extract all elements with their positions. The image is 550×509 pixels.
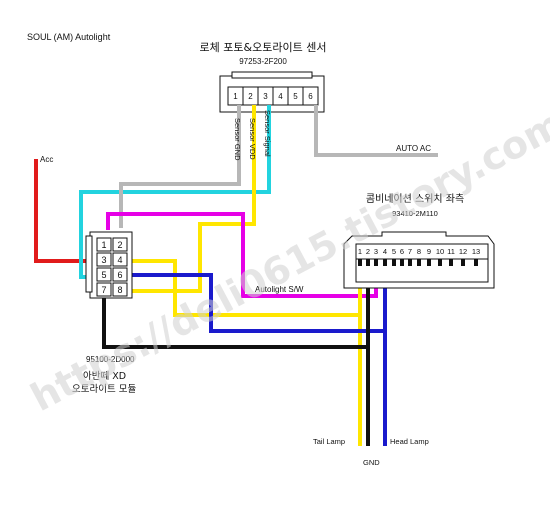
gnd-wire bbox=[102, 262, 370, 446]
head-lamp-label: Head Lamp bbox=[390, 437, 429, 446]
switch-pin-terminal bbox=[383, 259, 387, 266]
sensor-pin-number: 6 bbox=[308, 92, 313, 101]
switch-part-number: 93410-2M110 bbox=[392, 209, 438, 218]
switch-pin-number: 3 bbox=[374, 247, 378, 256]
switch-pin-number: 7 bbox=[408, 247, 412, 256]
module-pin-cell bbox=[96, 282, 112, 297]
module-pin-cell bbox=[96, 267, 112, 282]
auto-ac-wire bbox=[314, 105, 438, 157]
module-pin-cell bbox=[112, 282, 128, 297]
module-pin-number: 3 bbox=[101, 255, 106, 265]
sensor-name: 로체 포토&오토라이트 센서 bbox=[200, 41, 327, 54]
autolight-sw-wire bbox=[106, 212, 378, 298]
sensor-pin-number: 1 bbox=[233, 92, 238, 101]
switch-pin-number: 1 bbox=[358, 247, 362, 256]
sensor-gnd-label: Sensor GND bbox=[233, 118, 242, 161]
switch-pin-terminal bbox=[461, 259, 465, 266]
switch-pin-terminal bbox=[427, 259, 431, 266]
switch-pin-terminal bbox=[474, 259, 478, 266]
switch-pin-terminal bbox=[374, 259, 378, 266]
switch-pin-terminal bbox=[366, 259, 370, 266]
switch-pin-terminal bbox=[449, 259, 453, 266]
module-pin-number: 7 bbox=[101, 285, 106, 295]
module-name-line1: 아반떼 XD bbox=[83, 371, 126, 382]
gnd-label: GND bbox=[363, 458, 380, 467]
module-pin-number: 4 bbox=[117, 255, 122, 265]
switch-pin-terminal bbox=[400, 259, 404, 266]
sensor-pin-number: 2 bbox=[248, 92, 253, 101]
sensor-signal-label: Sensor Signal bbox=[263, 110, 272, 157]
switch-pin-terminal bbox=[417, 259, 421, 266]
acc-label: Acc bbox=[40, 155, 53, 164]
switch-pin-terminal bbox=[358, 259, 362, 266]
module-pin-cell bbox=[112, 252, 128, 267]
autolight-module-connector: 1 2 3 4 5 6 7 8 bbox=[85, 231, 133, 299]
switch-pin-number: 8 bbox=[417, 247, 421, 256]
sensor-vdd-label: Sensor VDD bbox=[248, 118, 257, 160]
module-pin-number: 2 bbox=[117, 240, 122, 250]
switch-pin-number: 5 bbox=[392, 247, 396, 256]
module-pin-number: 1 bbox=[101, 240, 106, 250]
module-pin-number: 8 bbox=[117, 285, 122, 295]
switch-name: 콤비네이션 스위치 좌측 bbox=[366, 192, 464, 205]
sensor-pin-number: 3 bbox=[263, 92, 268, 101]
module-pin-cell bbox=[96, 237, 112, 252]
sensor-pin-number: 4 bbox=[278, 92, 283, 101]
switch-pin-number: 12 bbox=[459, 247, 467, 256]
auto-ac-label: AUTO AC bbox=[396, 144, 431, 153]
tail-lamp-label: Tail Lamp bbox=[313, 437, 345, 446]
autolight-sw-label: Autolight S/W bbox=[255, 285, 304, 294]
tail-lamp-wire bbox=[128, 259, 362, 446]
switch-pin-terminal bbox=[438, 259, 442, 266]
sensor-pin-cell bbox=[302, 86, 319, 106]
switch-pin-number: 11 bbox=[447, 247, 455, 256]
switch-pin-terminal bbox=[392, 259, 396, 266]
module-pin-number: 5 bbox=[101, 270, 106, 280]
switch-pin-number: 13 bbox=[472, 247, 480, 256]
switch-pin-number: 9 bbox=[427, 247, 431, 256]
sensor-part-number: 97253-2F200 bbox=[239, 57, 287, 66]
switch-pin-number: 4 bbox=[383, 247, 387, 256]
module-name-line2: 오토라이트 모듈 bbox=[72, 384, 136, 395]
switch-pin-terminal bbox=[408, 259, 412, 266]
switch-pin-number: 10 bbox=[436, 247, 444, 256]
module-pin-cell bbox=[112, 267, 128, 282]
module-pin-cell bbox=[96, 252, 112, 267]
sensor-gnd-wire bbox=[119, 105, 241, 228]
sensor-pin-number: 5 bbox=[293, 92, 298, 101]
head-lamp-wire bbox=[128, 273, 387, 446]
module-part-number: 95100-2D000 bbox=[86, 355, 135, 364]
diagram-title: SOUL (AM) Autolight bbox=[27, 32, 111, 42]
switch-pin-number: 2 bbox=[366, 247, 370, 256]
module-pin-cell bbox=[112, 237, 128, 252]
switch-pin-number: 6 bbox=[400, 247, 404, 256]
sensor-connector: 1 2 3 4 5 6 bbox=[219, 71, 325, 113]
module-pin-number: 6 bbox=[117, 270, 122, 280]
